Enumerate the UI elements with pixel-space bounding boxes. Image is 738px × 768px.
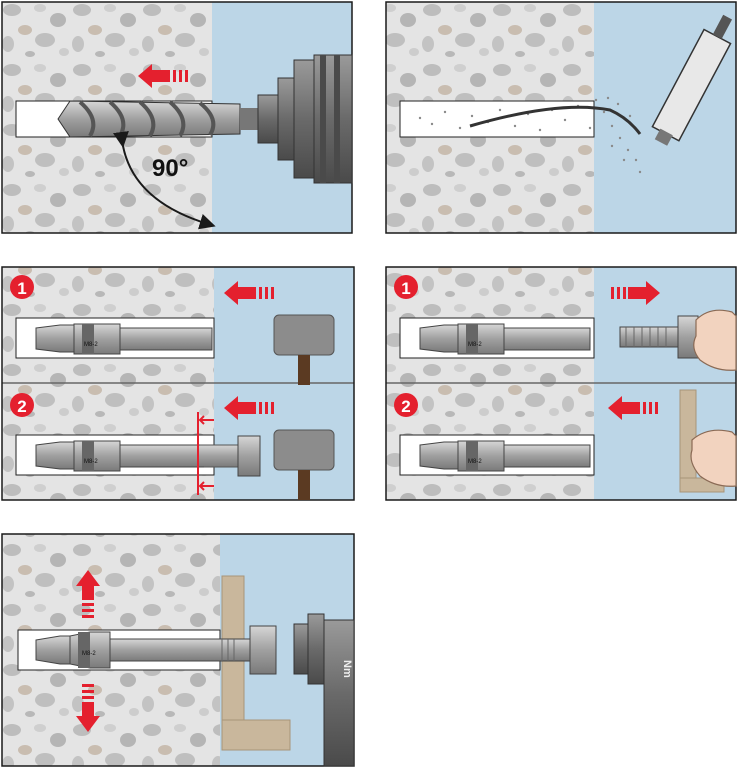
drill-bit: [57, 100, 241, 138]
torque-label: Nm: [341, 660, 353, 678]
torque-wrench-icon: Nm: [293, 613, 355, 767]
push-arrow-icon: [138, 64, 188, 88]
hammer-icon: [273, 314, 335, 385]
step-badge-2-label: 2: [17, 397, 26, 416]
hammer-icon: [273, 429, 335, 500]
step-badge-2: [10, 393, 34, 417]
fixture-plate: [221, 575, 291, 751]
anchor-bolt: M8-2: [419, 440, 591, 472]
removed-nut: [619, 315, 699, 359]
angle-label: 90°: [152, 155, 188, 182]
step-badge-1: [394, 275, 418, 299]
push-arrow-icon: [608, 396, 658, 420]
push-arrow-icon: [224, 281, 274, 305]
anchor-mark: M8-2: [468, 342, 482, 348]
hand-icon: [690, 429, 737, 487]
anchor-bolt: M8-2: [35, 625, 277, 675]
push-arrow-icon: [224, 396, 274, 420]
anchor-mark: M8-2: [468, 459, 482, 465]
step-badge-1-label: 1: [17, 279, 26, 298]
hand-icon: [693, 309, 737, 371]
blow-pump-icon: [651, 14, 733, 146]
anchor-mark: M8-2: [84, 342, 98, 348]
step-badge-1: [10, 275, 34, 299]
angle-arc: [113, 131, 216, 230]
anchor-bolt: M8-2: [35, 323, 213, 355]
expand-down-arrow-icon: [76, 684, 100, 732]
drill-icon: [240, 54, 353, 184]
panel-torque: M8-2 Nm: [1, 533, 355, 767]
panel-insert: 1 M8-2 2 M8-2: [1, 266, 355, 501]
panel-drill: 90°: [1, 1, 353, 234]
step-badge-1-label: 1: [401, 279, 410, 298]
expand-up-arrow-icon: [76, 570, 100, 618]
panel-clean: [385, 1, 737, 234]
anchor-mark: M8-2: [84, 459, 98, 465]
anchor-mark: M8-2: [82, 651, 96, 657]
anchor-bolt: M8-2: [35, 435, 261, 477]
step-badge-2-label: 2: [401, 397, 410, 416]
anchor-bolt: M8-2: [419, 323, 591, 355]
step-badge-2: [394, 393, 418, 417]
pull-arrow-icon: [611, 281, 660, 305]
panel-remove-nut: 1 M8-2 2 M8: [385, 266, 737, 501]
blow-tube: [469, 105, 642, 135]
